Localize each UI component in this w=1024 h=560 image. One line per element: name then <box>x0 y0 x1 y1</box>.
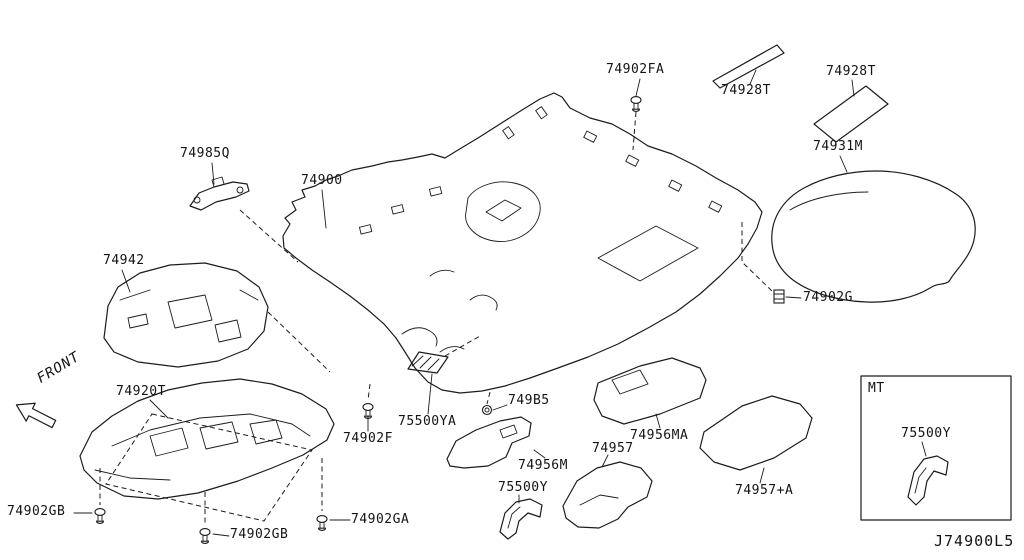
floor-carpet-74900-art <box>282 92 763 394</box>
mt-box-label: MT <box>868 381 885 396</box>
part-label-74902GB-2: 74902GB <box>230 527 289 542</box>
part-label-74931M: 74931M <box>813 139 863 154</box>
part-label-75500Y-mt: 75500Y <box>901 426 951 441</box>
bracket-75500Y-art <box>499 498 543 540</box>
part-label-74928T-1: 74928T <box>721 83 771 98</box>
clip-74902G-art <box>773 289 785 304</box>
bracket-75500Y-mt-art <box>907 455 949 506</box>
part-label-74920T: 74920T <box>116 384 166 399</box>
mat-74957A-art <box>699 395 813 471</box>
part-label-74902F: 74902F <box>343 431 393 446</box>
part-label-74957-plus-A: 74957+A <box>735 483 794 498</box>
part-label-74928T-2: 74928T <box>826 64 876 79</box>
mt-option-box <box>860 375 1012 521</box>
kicking-plate-74928T-1-art <box>712 44 785 89</box>
part-label-74902FA: 74902FA <box>606 62 665 77</box>
floor-spacer-74920T-art <box>79 378 335 522</box>
clip-74902GB-mid-art <box>199 528 211 544</box>
part-label-74985Q: 74985Q <box>180 146 230 161</box>
label-leader-lines <box>73 69 927 537</box>
part-label-75500Y: 75500Y <box>498 480 548 495</box>
part-label-74902GB-1: 74902GB <box>7 504 66 519</box>
mat-74957-art <box>562 461 653 529</box>
bracket-74985Q-art <box>189 176 250 211</box>
insulator-74942-art <box>103 262 269 368</box>
clip-74902GA-art <box>316 515 328 531</box>
part-label-74902GA: 74902GA <box>351 512 410 527</box>
part-label-74957: 74957 <box>592 441 634 456</box>
grommet-749B5-art <box>481 404 493 416</box>
part-label-74956M: 74956M <box>518 458 568 473</box>
part-label-74956MA: 74956MA <box>630 428 689 443</box>
assembly-dashed-lines <box>99 111 773 525</box>
front-arrow-icon <box>15 402 57 429</box>
mat-74956MA-art <box>593 357 707 425</box>
part-label-749B5: 749B5 <box>508 393 550 408</box>
part-label-75500YA: 75500YA <box>398 414 457 429</box>
part-label-74900: 74900 <box>301 173 343 188</box>
bracket-75500YA-art <box>407 351 449 374</box>
part-label-74902G: 74902G <box>803 290 853 305</box>
diagram-code: J74900L5 <box>934 532 1015 550</box>
mat-74956M-art <box>446 416 532 469</box>
part-label-74942: 74942 <box>103 253 145 268</box>
trunk-mat-74931M-art <box>771 170 976 303</box>
clip-74902GB-left-art <box>94 508 106 524</box>
kicking-plate-74928T-2-art <box>813 85 889 143</box>
clip-74902FA-art <box>630 96 642 112</box>
